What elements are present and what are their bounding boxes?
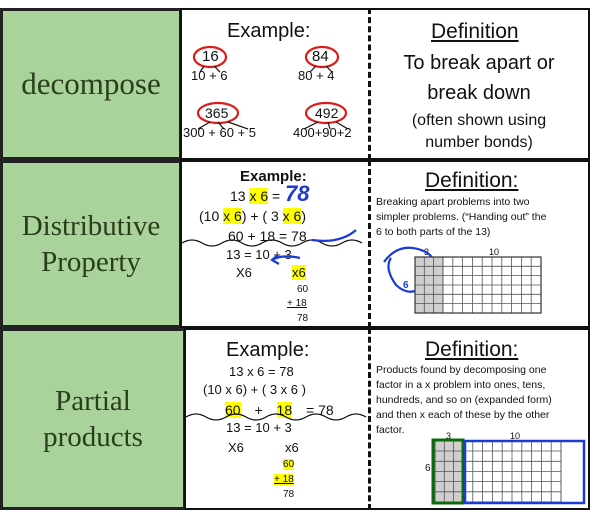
eq3: 60 + 18 = 78 xyxy=(228,228,307,244)
example-parts-84: 80 + 4 xyxy=(298,68,335,83)
sum-total: 78 xyxy=(283,489,295,500)
eq3-plus: + xyxy=(254,402,263,418)
sum-top: 60 xyxy=(283,459,295,470)
eq5-right: x6 xyxy=(292,265,306,280)
eq1-b: x 6 xyxy=(249,188,269,204)
definition-title: Definition: xyxy=(425,338,519,361)
eq5-right: x6 xyxy=(285,440,299,455)
eq5-left: X6 xyxy=(236,265,252,280)
term-label-line-1: Partial xyxy=(55,384,131,417)
blue-box-outline xyxy=(463,439,586,505)
sum-mid: + 18 xyxy=(274,474,294,485)
eq1-a: 13 xyxy=(230,188,250,204)
grid-label-side: 6 xyxy=(403,280,409,291)
eq2-b: x 6 xyxy=(223,208,242,224)
grid-label-top-left: 3 xyxy=(446,431,452,441)
definition-line-3: (often shown using xyxy=(411,112,547,129)
green-box-outline xyxy=(431,438,465,505)
definition-line-1: Products found by decomposing one xyxy=(376,364,547,376)
grid-label-top-right: 10 xyxy=(489,247,500,257)
eq1-c: = xyxy=(268,188,281,204)
term-cell-distributive: Distributive Property xyxy=(0,160,182,328)
red-circle-icon xyxy=(192,45,348,125)
sum-top: 60 xyxy=(297,284,309,295)
definition-line-4: and then x each of these by the other xyxy=(376,409,550,421)
example-whole-84: 84 xyxy=(312,48,329,65)
eq2: (10 x 6) + ( 3 x 6) xyxy=(199,208,306,224)
eq2-a: (10 xyxy=(199,208,224,224)
term-label-line-2: products xyxy=(43,421,143,453)
example-cell-distributive xyxy=(180,160,370,328)
definition-cell-distributive xyxy=(368,160,590,328)
definition-line-3: hundreds, and so on (expanded form) xyxy=(376,394,552,406)
definition-title: Definition: xyxy=(425,169,519,192)
example-title: Example: xyxy=(240,168,307,185)
term-label: decompose xyxy=(21,66,161,101)
sum-mid: + 18 xyxy=(287,298,307,309)
eq2-d: x 6 xyxy=(282,208,302,224)
term-cell-decompose: decompose xyxy=(0,8,182,160)
sum-total: 78 xyxy=(297,313,309,324)
definition-line-1: Breaking apart problems into two xyxy=(376,196,530,208)
example-parts-492: 400+90+2 xyxy=(293,125,352,140)
example-cell-decompose xyxy=(180,8,370,160)
example-whole-492: 492 xyxy=(315,105,339,121)
eq4: 13 = 10 + 3 xyxy=(226,420,292,435)
wavy-divider-row2 xyxy=(181,239,363,247)
eq5-left: X6 xyxy=(228,440,244,455)
definition-line-3: 6 to both parts of the 13) xyxy=(376,226,491,238)
eq2-e: ) xyxy=(301,208,307,224)
example-whole-16: 16 xyxy=(202,48,219,65)
eq2-c: ) + ( 3 xyxy=(241,208,283,224)
definition-line-2: break down xyxy=(427,82,531,104)
term-cell-partial-products: Partial products xyxy=(0,328,186,510)
grid-label-side: 6 xyxy=(425,463,431,474)
grid-label-top-right: 10 xyxy=(510,431,521,441)
example-title: Example: xyxy=(227,20,311,42)
definition-line-2: simpler problems. (“Handing out” the xyxy=(376,211,547,223)
definition-cell-decompose xyxy=(368,8,590,160)
definition-line-5: factor. xyxy=(376,424,405,436)
eq1-handwritten-answer: 78 xyxy=(285,181,310,206)
example-parts-365: 300 + 60 + 5 xyxy=(183,125,257,140)
term-label-line-1: Distributive xyxy=(21,209,161,242)
definition-title: Definition xyxy=(431,20,519,43)
term-label-line-2: Property xyxy=(41,246,141,278)
example-title: Example: xyxy=(226,339,310,361)
example-whole-365: 365 xyxy=(205,105,229,121)
number-bond-lines xyxy=(197,65,349,130)
definition-line-1: To break apart or xyxy=(403,52,555,74)
eq1: 13 x 6 = xyxy=(230,188,280,204)
area-grid-row2 xyxy=(414,256,542,314)
definition-line-4: number bonds) xyxy=(425,134,533,151)
wavy-divider-row3 xyxy=(185,413,367,421)
eq1: 13 x 6 = 78 xyxy=(229,364,294,379)
area-grid-row3 xyxy=(434,440,562,503)
eq2: (10 x 6) + ( 3 x 6 ) xyxy=(203,382,306,397)
blue-handwriting xyxy=(270,229,435,293)
definition-line-2: factor in a x problem into ones, tens, xyxy=(376,379,546,391)
